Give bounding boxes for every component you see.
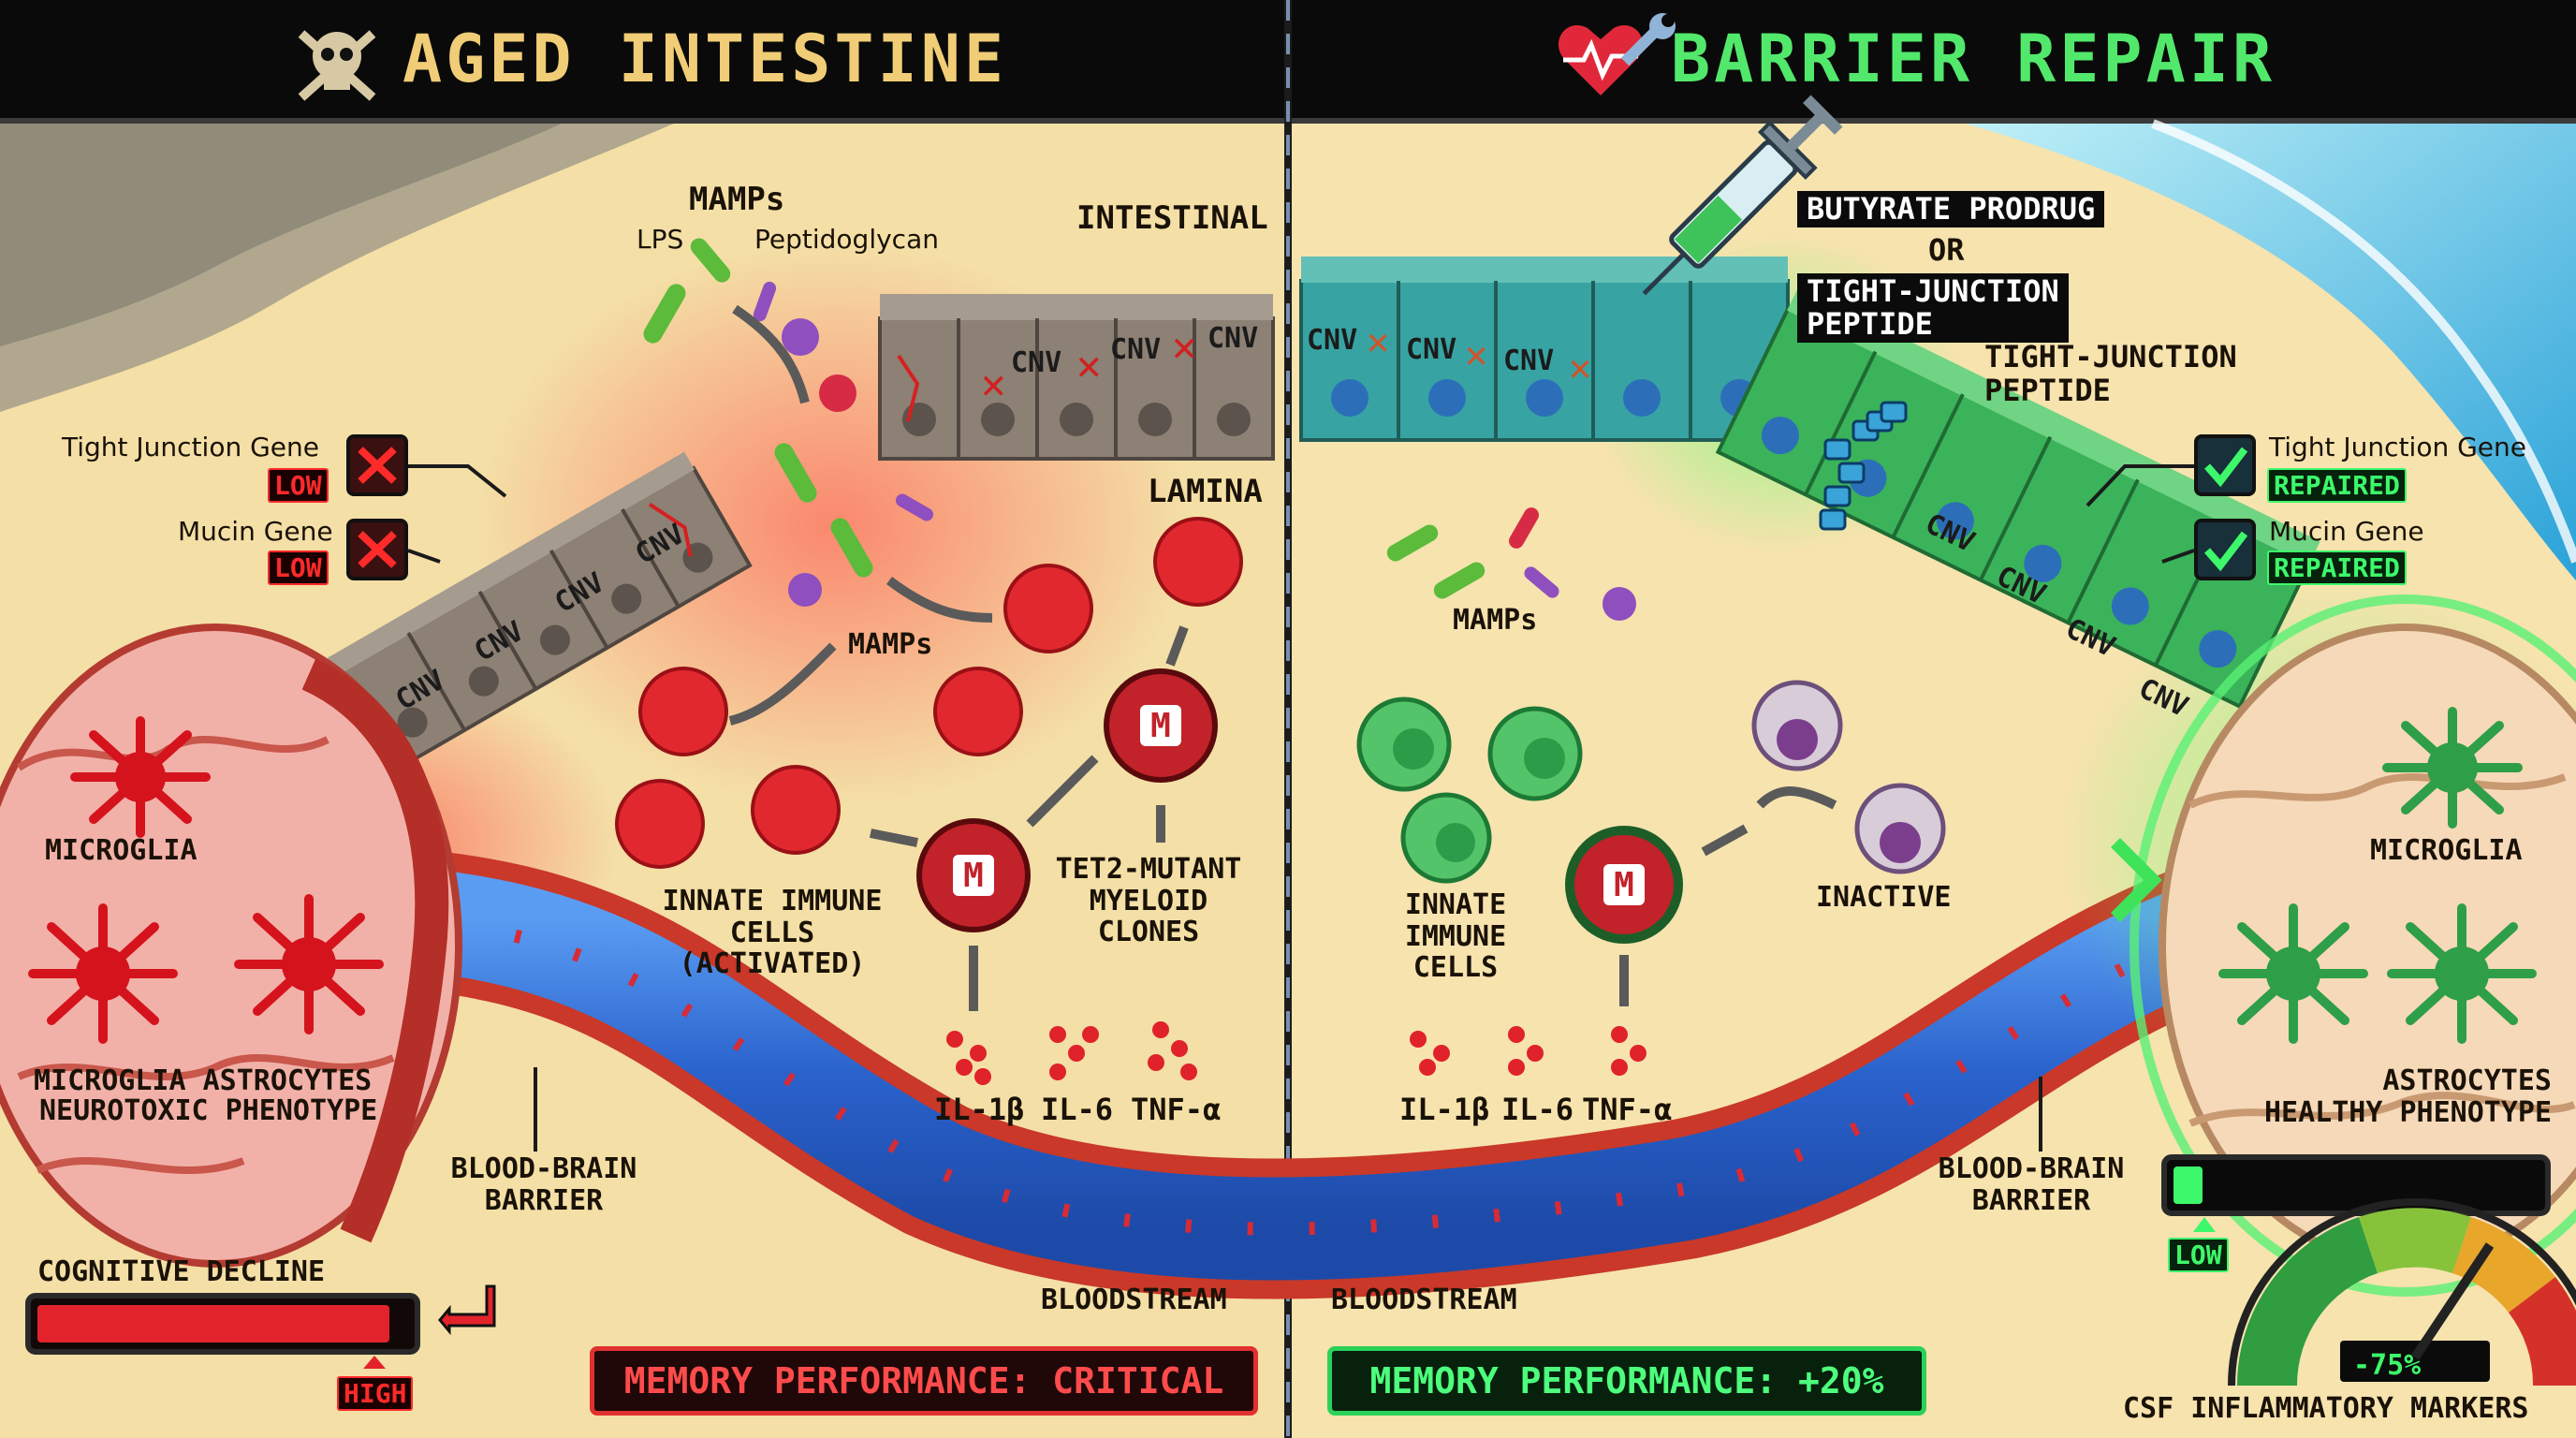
or-label: OR [1928,232,1965,268]
left-il1b: IL-1β [934,1092,1025,1127]
cognitive-decline-label: COGNITIVE DECLINE [37,1255,326,1288]
red-x-icon [346,519,408,580]
intestinal-label: INTESTINAL [1076,199,1268,237]
pathway-arrows-right [1619,786,1837,1006]
right-tnfa: TNF-α [1582,1092,1673,1127]
cytokines-right [1410,1026,1647,1076]
aged-epithelium: ✕ ✕ ✕ [328,294,1275,774]
left-mucin-status: LOW [268,550,329,585]
svg-text:✕: ✕ [1465,333,1487,376]
cnv-label: CNV [1011,346,1062,379]
right-mucin-gene-label: Mucin Gene [2269,516,2424,547]
bacteria-cluster-right [1386,507,1636,621]
csf-gauge [2228,1198,2576,1387]
left-mucin-gene-label: Mucin Gene [178,516,333,547]
inactive-label: INACTIVE [1816,881,1952,914]
right-il6: IL-6 [1501,1092,1574,1127]
brain-neurotoxic [0,624,462,1268]
cytokines-left [946,1021,1197,1085]
svg-text:M: M [1150,707,1171,745]
cognitive-level-tag: HIGH [337,1376,414,1411]
left-brain-caption-2: NEUROTOXIC PHENOTYPE [39,1094,378,1127]
left-memory-banner: MEMORY PERFORMANCE: CRITICAL [590,1346,1258,1416]
svg-text:✕: ✕ [981,360,1006,408]
left-tight-junction-status: LOW [268,468,329,503]
right-level-tag: LOW [2168,1238,2229,1272]
right-bloodstream-label: BLOODSTREAM [1331,1284,1517,1316]
right-memory-banner: MEMORY PERFORMANCE: +20% [1327,1346,1926,1416]
right-title: BARRIER REPAIR [1671,21,2276,97]
right-mucin-status: REPAIRED [2267,550,2407,585]
svg-text:M: M [1614,866,1634,904]
syringe-icon [1642,95,1843,296]
skull-crossbones-icon [298,30,376,101]
svg-text:✕: ✕ [1076,342,1102,389]
right-mamps-label: MAMPs [1453,604,1538,637]
gauge-value: -75% [2353,1349,2422,1382]
right-tight-junction-gene-label: Tight Junction Gene [2269,432,2526,462]
bbb-shield-arrow [2111,838,2162,922]
mamps-top-label: MAMPs [689,181,785,218]
innate-immune-cells-inactive [1356,680,1946,884]
cnv-label: CNV [1208,322,1259,355]
butyrate-label: BUTYRATE PRODRUG [1797,191,2105,228]
lps-label: LPS [637,224,684,255]
pathway-arrows-left [728,304,1189,1011]
sea-water [1966,124,2576,580]
left-tight-junction-gene-label: Tight Junction Gene [62,432,319,462]
left-il6: IL-6 [1041,1092,1114,1127]
mamps-mid-label: MAMPs [848,628,933,661]
right-tight-junction-status: REPAIRED [2267,468,2407,503]
activated-immune-cells [615,517,1243,869]
svg-text:✕: ✕ [1172,323,1197,371]
left-tnfa: TNF-α [1131,1092,1222,1127]
peptidoglycan-label: Peptidoglycan [754,224,939,255]
csf-markers-label: CSF INFLAMMATORY MARKERS [2123,1392,2529,1425]
cnv-label: CNV [1110,333,1162,366]
left-microglia-label: MICROGLIA [45,834,198,867]
cognitive-decline-meter [25,1284,496,1369]
cnv-label: CNV [1503,345,1555,377]
right-microglia-label: MICROGLIA [2370,834,2523,867]
left-brain-caption-1: MICROGLIA ASTROCYTES [34,1064,373,1097]
red-x-icon [346,434,408,496]
heart-wrench-icon [1559,13,1676,95]
brain-healthy [2130,594,2576,1297]
green-check-icon [2194,519,2256,580]
cnv-label: CNV [1307,324,1358,357]
svg-text:✕: ✕ [1367,320,1389,363]
svg-text:M: M [963,857,984,895]
cnv-label: CNV [1406,333,1457,366]
tet2-mutant-myeloid-cells: M M [916,668,1218,932]
repaired-epithelium: ✕ ✕ ✕ [1299,257,2320,710]
green-check-icon [2194,434,2256,496]
svg-text:✕: ✕ [1569,346,1591,389]
tet2-cell-right: M [1565,826,1683,944]
left-bloodstream-label: BLOODSTREAM [1041,1284,1227,1316]
left-title: AGED INTESTINE [402,21,1008,97]
right-il1b: IL-1β [1399,1092,1490,1127]
bacteria-cluster-left [643,238,933,607]
lamina-label: LAMINA [1148,473,1263,510]
bloodstream-vessel [388,847,2269,1299]
